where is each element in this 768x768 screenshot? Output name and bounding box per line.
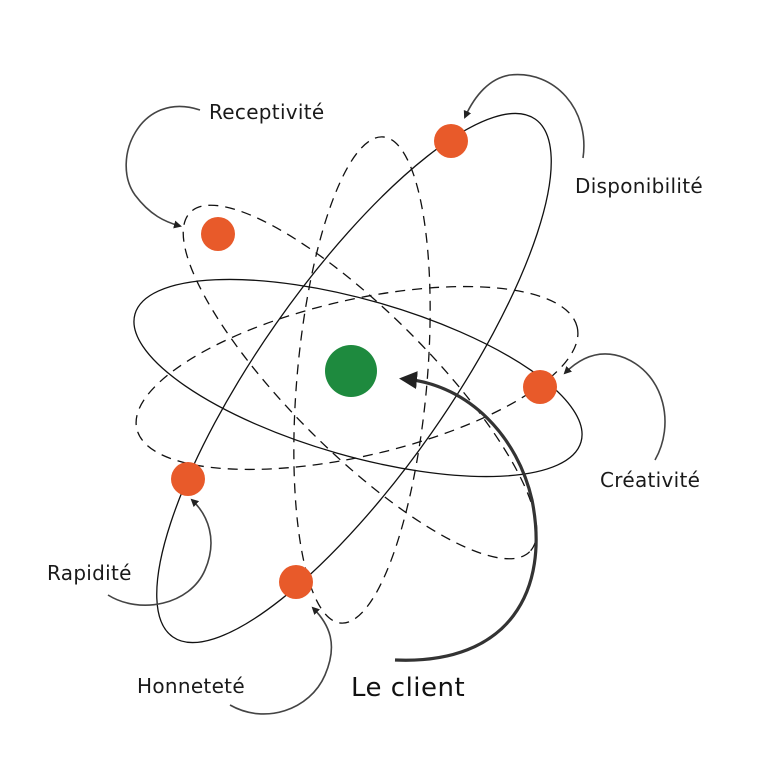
arrow-client bbox=[394, 371, 538, 662]
arrow-rapidite bbox=[107, 498, 212, 606]
electron-honnetete bbox=[279, 565, 313, 599]
label-honnetete: Honneteté bbox=[137, 674, 245, 698]
orbit-dashed-diagonal bbox=[182, 204, 538, 560]
label-creativite: Créativité bbox=[600, 468, 700, 492]
arrow-honnetete bbox=[229, 606, 333, 715]
orbit-horizontal bbox=[133, 278, 583, 478]
label-rapidite: Rapidité bbox=[47, 561, 132, 585]
arrow-disponibilite bbox=[463, 73, 585, 159]
label-disponibilite: Disponibilité bbox=[575, 174, 703, 198]
arrow-creativite bbox=[563, 353, 666, 461]
label-client: Le client bbox=[351, 673, 465, 703]
label-receptivite: Receptivité bbox=[209, 100, 325, 124]
electron-receptivite bbox=[201, 217, 235, 251]
electron-rapidite bbox=[171, 462, 205, 496]
orbit-dashed-tilted bbox=[135, 285, 579, 471]
orbit-diagonal bbox=[156, 112, 552, 644]
arrow-receptivite bbox=[125, 105, 201, 229]
nucleus-client bbox=[325, 345, 377, 397]
orbit-dashed-vertical bbox=[293, 136, 431, 624]
electron-creativite bbox=[523, 370, 557, 404]
electron-disponibilite bbox=[434, 124, 468, 158]
